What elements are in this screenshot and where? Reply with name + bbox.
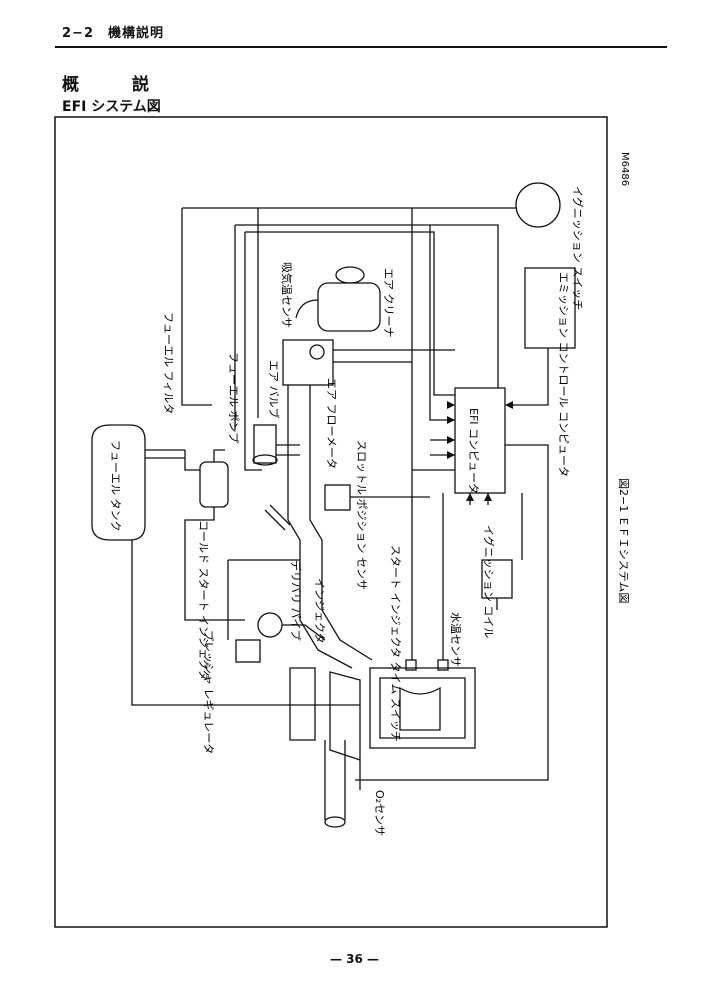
label-ignition-switch: イグニッション スイッチ [571,186,585,310]
label-injector: インジェクタ [313,578,326,644]
throttle-sensor-box [324,484,351,511]
fuel-line-4 [227,559,300,640]
fuel-tank-body [91,424,146,541]
label-air-cleaner: エア クリーナ [382,268,395,338]
fuel-line-3 [184,507,245,621]
figure-caption: 図2−1 ＥＦＩシステム図 [617,478,630,603]
fuel-pump-body [199,461,229,508]
wire-afm [333,349,455,363]
figure-frame [54,116,608,928]
efi-computer-box [454,387,506,494]
page-subheading: EFI システム図 [62,99,161,115]
wire-efi-right [355,444,549,781]
air-cleaner-cap [335,266,365,284]
label-intake-temp-sensor: 吸気温センサ [280,262,294,328]
arrow-heads [447,401,513,501]
label-pressure-regulator: プレッシャ レギュレータ [202,630,215,754]
label-delivery-pipe: デリバリ パイプ [289,560,303,641]
air-valve-body [253,424,277,464]
label-ignition-coil: イグニッション コイル [482,525,496,638]
fuel-line-1 [145,449,185,459]
label-cold-start-injector: コールド スタート インジェクタ [197,520,210,681]
header-rule [55,46,667,48]
intake-duct-right [309,385,373,661]
pressure-regulator-body [235,639,261,663]
wire-top [181,207,516,406]
wire-left [234,225,262,471]
fuel-line-2 [184,449,225,471]
emission-computer-box [524,267,576,349]
fuel-return-line [131,540,360,706]
figure-id: M6486 [619,152,630,186]
wire-verticals [257,208,455,660]
label-fuel-tank: フューエル タンク [109,440,122,532]
delivery-pipe [282,624,326,641]
start-switch-icon [405,659,417,671]
engine-left [289,667,316,741]
air-valve-hose [276,444,300,456]
section-header: 2−2 機構説明 [62,26,164,41]
label-emission-computer: エミッション コントロール コンピュータ [557,272,570,477]
intake-duct-left [287,385,353,669]
intake-duct [295,299,319,319]
cold-start-injector [264,504,291,531]
label-air-valve: エア バルブ [267,360,281,419]
label-o2-sensor: O₂センサ [373,790,386,836]
label-water-temp-sensor: 水温センサ [449,612,462,667]
label-fuel-filter: フューエル フィルタ [162,312,175,414]
air-cleaner-body [317,282,381,332]
page-number: — 36 — [329,952,380,966]
wire-top-3 [245,231,455,396]
wire-top-2 [235,224,499,406]
label-throttle-sensor: スロットル ポジション センサ [355,440,368,590]
label-start-injector-switch: スタート インジェクタ タイム スイッチ [389,545,402,742]
page-heading: 概 説 [62,75,167,95]
ignition-switch-icon [515,182,561,228]
label-efi-computer: EFI コンピュータ [467,408,480,494]
wire-emission [508,348,549,406]
pressure-regulator-icon [257,612,283,638]
label-fuel-pump: フューエル ポンプ [227,352,240,443]
piston-icon [399,686,441,731]
exhaust-pipe [324,740,346,820]
engine-block [369,667,476,749]
label-air-flow-meter: エア フローメータ [325,378,338,469]
